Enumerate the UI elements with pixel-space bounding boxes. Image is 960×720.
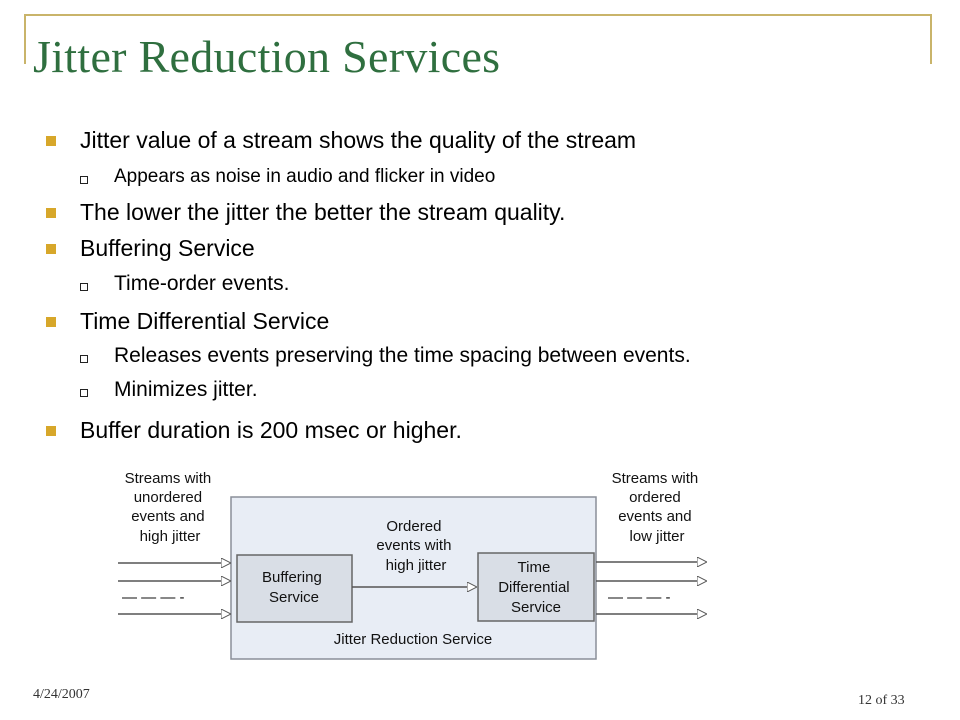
bullet-item: Jitter value of a stream shows the quali… [80, 127, 637, 153]
sub-bullet-item: Minimizes jitter. [114, 378, 258, 401]
bullet-item: Time Differential Service [80, 308, 330, 334]
time-differential-service-label: Time Differential Service [498, 559, 574, 616]
ordered-events-label: Ordered events with high jitter [376, 518, 455, 574]
slide-title: Jitter Reduction Services [33, 31, 501, 82]
time-differential-service-box [477, 552, 595, 622]
buffering-service-box [236, 554, 353, 623]
frame-left-line [24, 14, 26, 64]
input-streams-label: Streams with unordered events and high j… [125, 470, 216, 545]
sub-bullet-item: Appears as noise in audio and flicker in… [114, 166, 496, 187]
sub-bullet-square-icon [80, 283, 88, 291]
bullet-square-icon [46, 317, 56, 327]
sub-bullet-item: Time-order events. [114, 272, 290, 295]
sub-bullet-square-icon [80, 355, 88, 363]
footer-date: 4/24/2007 [33, 687, 90, 702]
frame-right-line [930, 14, 932, 64]
buffering-service-label: Buffering Service [262, 569, 326, 606]
bullet-item: The lower the jitter the better the stre… [80, 199, 566, 225]
bullet-item: Buffer duration is 200 msec or higher. [80, 417, 462, 443]
bullet-square-icon [46, 208, 56, 218]
output-streams-label: Streams with ordered events and low jitt… [612, 470, 703, 545]
dashes-left: — — — - [122, 589, 185, 606]
dashes-right: — — — - [608, 589, 671, 606]
frame-top-line [24, 14, 932, 16]
sub-bullet-square-icon [80, 389, 88, 397]
bullet-square-icon [46, 426, 56, 436]
page-number: 12 of 33 [858, 693, 905, 708]
sub-bullet-item: Releases events preserving the time spac… [114, 344, 691, 367]
bullet-square-icon [46, 136, 56, 146]
bullet-square-icon [46, 244, 56, 254]
sub-bullet-square-icon [80, 176, 88, 184]
bullet-item: Buffering Service [80, 235, 255, 261]
jitter-reduction-service-label: Jitter Reduction Service [334, 631, 492, 648]
